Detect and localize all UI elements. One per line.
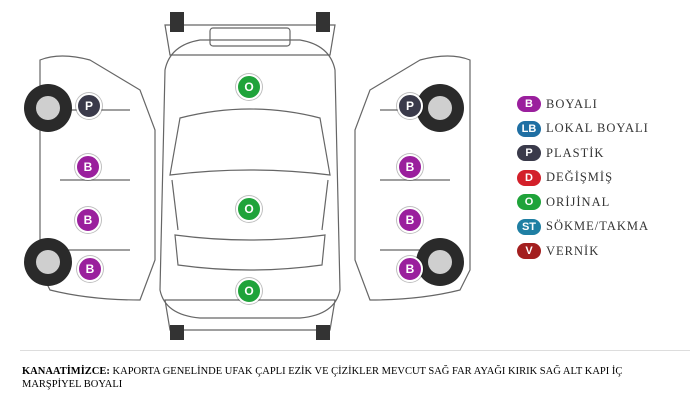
legend-label: VERNİK (546, 243, 600, 258)
rear-window (174, 234, 326, 271)
badge-hood: O (236, 74, 262, 100)
car-top-body (159, 39, 341, 319)
badge-left-front-door: B (75, 207, 101, 233)
legend-code: V (517, 243, 541, 260)
badge-roof: O (236, 196, 262, 222)
badge-trunk: O (236, 278, 262, 304)
legend-code: O (517, 194, 541, 211)
legend-code: ST (517, 218, 541, 235)
badge-right-front-fender: B (397, 154, 423, 180)
badge-left-front-bumper: P (76, 93, 102, 119)
note-text: KAPORTA GENELİNDE UFAK ÇAPLI EZİK VE ÇİZ… (22, 366, 623, 390)
legend-label: PLASTİK (546, 145, 605, 160)
assessment-note: KANAATİMİZCE: KAPORTA GENELİNDE UFAK ÇAP… (22, 365, 682, 391)
car-diagram (24, 12, 471, 340)
badge-left-front-fender: B (75, 154, 101, 180)
legend-label: BOYALI (546, 96, 598, 111)
legend-label: DEĞİŞMİŞ (546, 170, 614, 185)
legend-item-boyali: B BOYALI (517, 92, 697, 117)
rear-bumper-outline (164, 299, 336, 331)
badge-right-front-bumper: P (397, 93, 423, 119)
legend-item-degismis: D DEĞİŞMİŞ (517, 166, 697, 191)
divider (20, 350, 690, 351)
badge-right-front-door: B (397, 207, 423, 233)
legend-code: B (517, 96, 541, 113)
windshield (169, 108, 331, 176)
legend-label: LOKAL BOYALI (546, 121, 649, 136)
legend-item-orijinal: O ORİJİNAL (517, 190, 697, 215)
legend-label: ORİJİNAL (546, 194, 611, 209)
legend-label: SÖKME/TAKMA (546, 219, 650, 234)
note-label: KANAATİMİZCE: (22, 366, 110, 377)
left-side-body (39, 55, 156, 301)
front-bumper-outline (164, 24, 336, 56)
legend: B BOYALI LB LOKAL BOYALI P PLASTİK D DEĞ… (517, 92, 697, 264)
legend-item-lokal-boyali: LB LOKAL BOYALI (517, 117, 697, 142)
legend-item-sokme-takma: ST SÖKME/TAKMA (517, 215, 697, 240)
badge-left-rear-door: B (77, 256, 103, 282)
legend-item-vernik: V VERNİK (517, 239, 697, 264)
legend-code: LB (517, 120, 541, 137)
right-side-body (354, 55, 471, 301)
legend-item-plastik: P PLASTİK (517, 141, 697, 166)
legend-code: P (517, 145, 541, 162)
legend-code: D (517, 169, 541, 186)
badge-right-rear-door: B (397, 256, 423, 282)
